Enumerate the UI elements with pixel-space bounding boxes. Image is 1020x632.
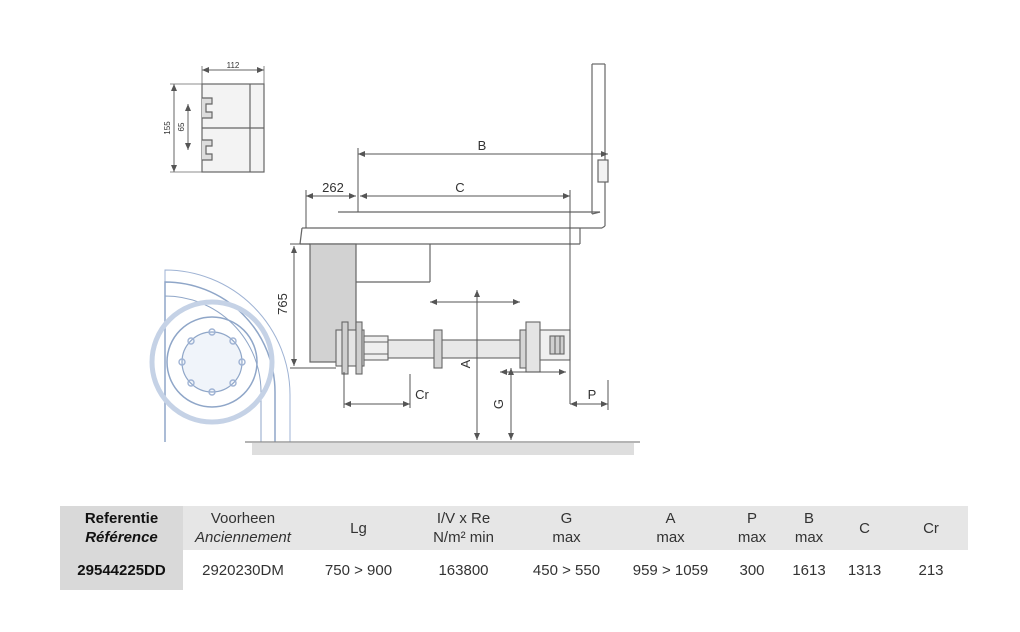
- cell-a: 959 > 1059: [632, 561, 709, 579]
- underrun-bar: [335, 321, 571, 375]
- dimension-262-label: 262: [322, 180, 344, 195]
- table-row: 29544225DD 2920230DM 750 > 900 163800 45…: [60, 550, 968, 590]
- cell-prev: 2920230DM: [202, 561, 284, 579]
- dimension-b-label: B: [478, 138, 487, 153]
- profile-height-label: 155: [163, 121, 172, 135]
- dimension-p: [570, 380, 609, 410]
- cell-b: 1613: [792, 561, 826, 579]
- profile-inner-height-label: 65: [177, 122, 186, 131]
- cell-g: 450 > 550: [532, 561, 601, 579]
- cell-ivx: 163800: [438, 561, 489, 579]
- dimension-b: [357, 148, 608, 212]
- wheel: [149, 269, 291, 442]
- cell-c: 1313: [847, 561, 882, 579]
- ground: [245, 441, 640, 455]
- dimension-cr-label: Cr: [415, 387, 429, 402]
- profile-width-label: 112: [227, 61, 240, 70]
- cell-cr: 213: [918, 561, 944, 579]
- technical-drawing: 112 155 65: [149, 61, 640, 455]
- dimension-c: [305, 190, 571, 404]
- header-cr: Cr: [894, 506, 968, 550]
- dimension-cr: [343, 372, 411, 408]
- header-lg: Lg: [303, 506, 414, 550]
- profile-cross-section: [170, 66, 265, 173]
- header-c: C: [835, 506, 894, 550]
- cell-lg: 750 > 900: [324, 561, 393, 579]
- cell-p: 300: [739, 561, 765, 579]
- dimension-765: [290, 243, 336, 369]
- dimension-a-label: A: [458, 359, 473, 368]
- cell-ref: 29544225DD: [60, 550, 183, 590]
- dimension-765-label: 765: [275, 293, 290, 315]
- dimension-g-label: G: [491, 399, 506, 409]
- dimension-p-label: P: [588, 387, 597, 402]
- dimension-c-label: C: [455, 180, 464, 195]
